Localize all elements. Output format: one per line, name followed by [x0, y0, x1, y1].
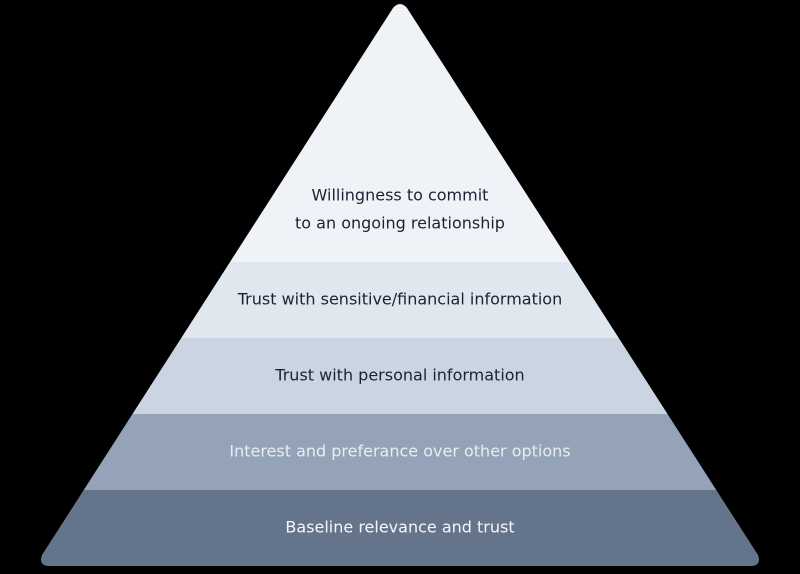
tier-5-label: Baseline relevance and trust — [285, 518, 514, 537]
tier-2-label: Trust with sensitive/financial informati… — [237, 290, 562, 309]
tier-5-band — [41, 490, 759, 566]
tier-3-label: Trust with personal information — [274, 366, 524, 385]
tier-1-label-line-1: Willingness to commit — [312, 186, 489, 205]
tier-4-band — [41, 414, 759, 490]
tier-4-label: Interest and preferance over other optio… — [229, 442, 570, 461]
tier-1-label-line-2: to an ongoing relationship — [295, 214, 505, 233]
